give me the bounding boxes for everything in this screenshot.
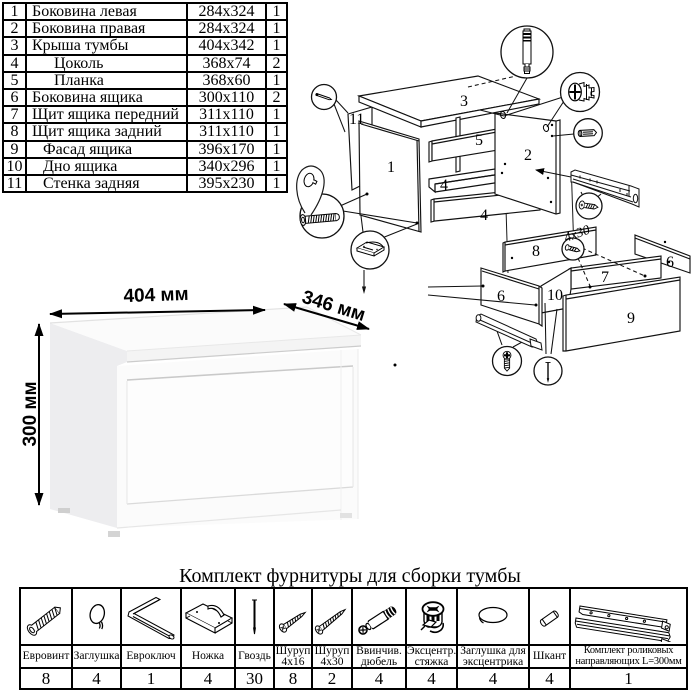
svg-text:2: 2 [524,147,532,164]
svg-text:4: 4 [480,207,488,224]
svg-text:10: 10 [547,287,563,304]
svg-text:1: 1 [387,159,395,176]
svg-text:7: 7 [601,269,609,286]
svg-text:6: 6 [497,288,505,305]
svg-text:9: 9 [627,310,635,327]
svg-text:11: 11 [349,111,364,128]
svg-text:5: 5 [475,132,483,149]
svg-text:300 мм: 300 мм [20,381,41,446]
svg-text:8: 8 [532,243,540,260]
svg-text:404 мм: 404 мм [123,284,189,307]
svg-text:4: 4 [440,177,448,194]
svg-text:3: 3 [460,93,468,110]
